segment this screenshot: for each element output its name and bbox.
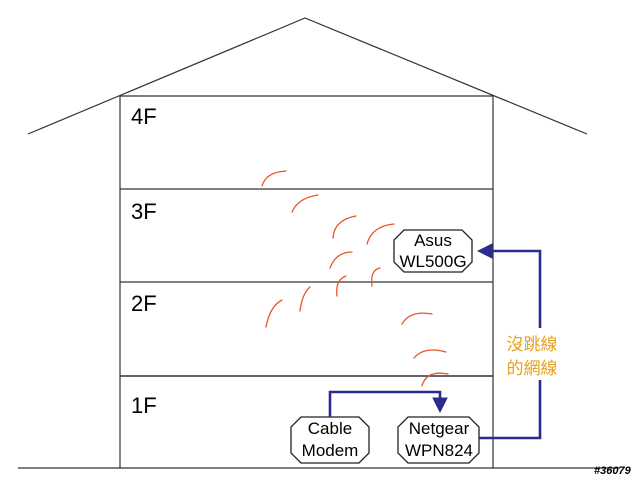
netgear-label-model: WPN824: [405, 441, 473, 460]
floor-label-3f: 3F: [131, 199, 157, 224]
roof: [27, 17, 588, 135]
floor-label-2f: 2F: [131, 291, 157, 316]
modem-label-line2: Modem: [302, 441, 359, 460]
modem-label-line1: Cable: [308, 419, 352, 438]
asus-label-model: WL500G: [399, 252, 466, 271]
annotation-line2: 的網線: [507, 359, 558, 379]
cable-modem-node: [290, 416, 370, 464]
cable-modem-to-netgear: [328, 390, 448, 417]
floor-label-4f: 4F: [131, 104, 157, 129]
netgear-router-node: [397, 416, 480, 464]
floor-label-1f: 1F: [131, 393, 157, 418]
asus-label-brand: Asus: [414, 231, 452, 250]
netgear-label-brand: Netgear: [409, 419, 470, 438]
asus-router-node: [393, 229, 473, 273]
watermark: #36079: [594, 465, 632, 477]
annotation-line1: 沒跳線: [507, 335, 558, 355]
wifi-signal-arcs: [261, 170, 449, 387]
annotation-background: [499, 328, 565, 380]
